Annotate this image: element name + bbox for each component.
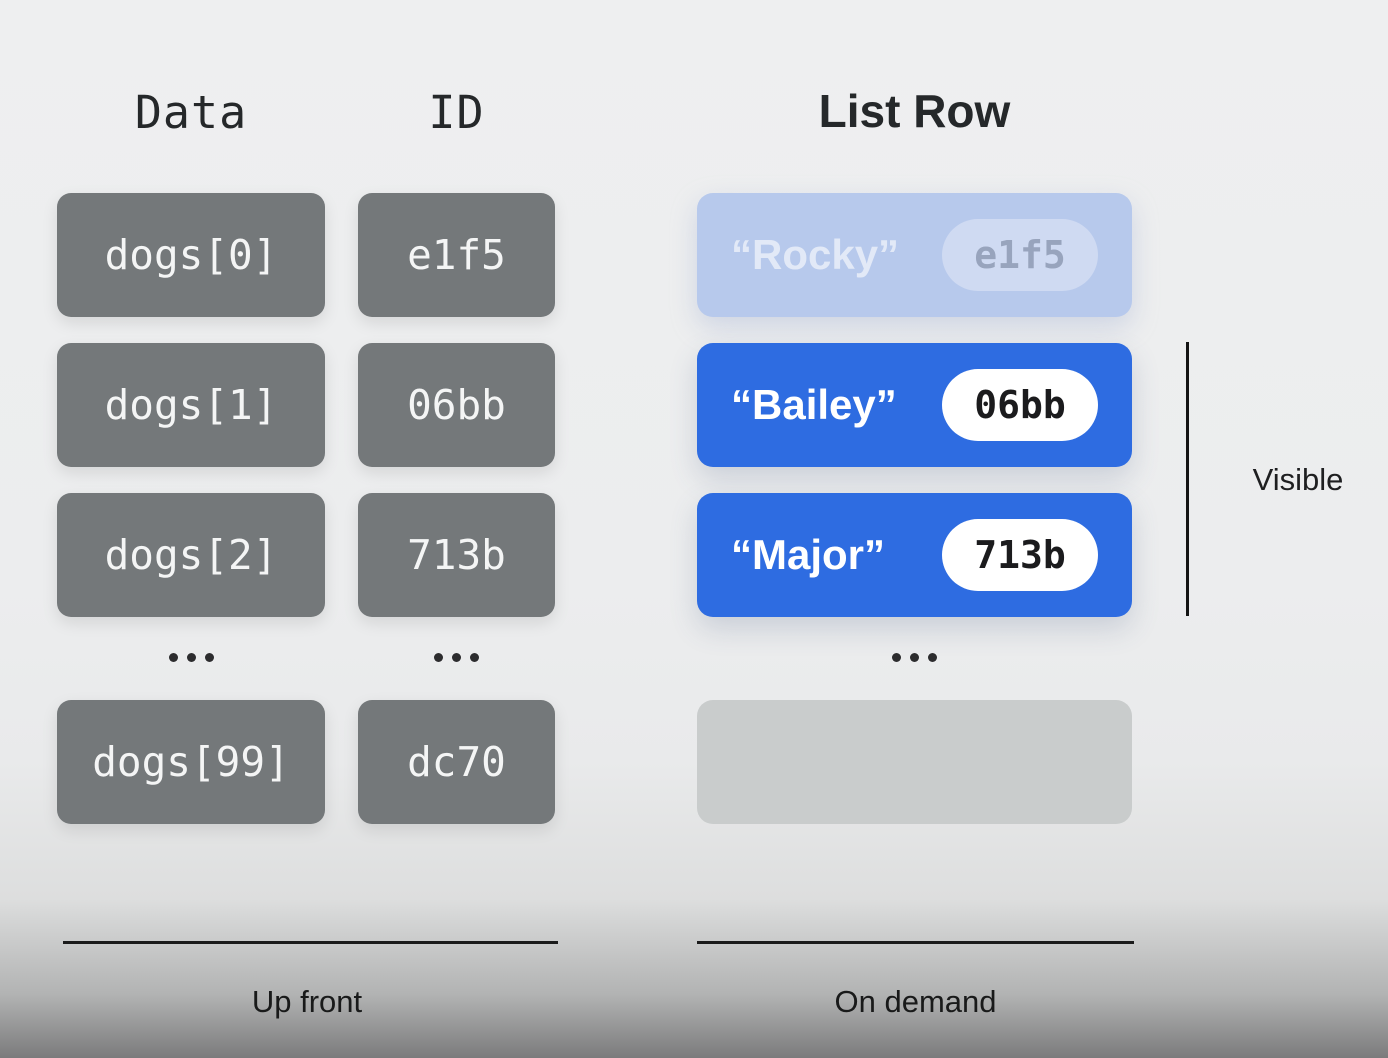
data-cell-1: dogs[1] (57, 343, 325, 467)
list-row-scrolled-away: “Rocky” e1f5 (697, 193, 1132, 317)
data-cell-99: dogs[99] (57, 700, 325, 824)
ellipsis-list-column (697, 651, 1132, 663)
id-pill: 06bb (942, 369, 1098, 441)
column-header-data: Data (134, 86, 248, 139)
dot (434, 652, 443, 662)
list-row-name: “Major” (731, 531, 886, 578)
dot (470, 652, 479, 662)
data-cell-0: dogs[0] (57, 193, 325, 317)
id-pill: e1f5 (942, 219, 1098, 291)
dot (928, 652, 937, 662)
dot (186, 652, 196, 662)
id-cell-2: 713b (358, 493, 555, 617)
up-front-caption: Up front (251, 984, 363, 1019)
list-row-visible-1: “Bailey” 06bb (697, 343, 1132, 467)
dot (168, 652, 178, 662)
on-demand-rule-line (697, 941, 1134, 944)
visible-bracket-line (1186, 342, 1189, 616)
list-row-name: “Bailey” (731, 381, 897, 428)
list-row-visible-2: “Major” 713b (697, 493, 1132, 617)
visible-label: Visible (1252, 462, 1344, 497)
dot (892, 652, 901, 662)
column-header-id: ID (428, 86, 485, 139)
dot (910, 652, 919, 662)
id-cell-1: 06bb (358, 343, 555, 467)
column-header-list-row: List Row (818, 85, 1011, 137)
id-cell-99: dc70 (358, 700, 555, 824)
on-demand-caption: On demand (834, 984, 997, 1019)
list-row-name: “Rocky” (731, 231, 900, 278)
ellipsis-data-column (57, 651, 325, 663)
dot (204, 652, 214, 662)
ellipsis-id-column (358, 651, 555, 663)
dot (452, 652, 461, 662)
up-front-rule-line (63, 941, 558, 944)
id-cell-0: e1f5 (358, 193, 555, 317)
data-cell-2: dogs[2] (57, 493, 325, 617)
list-row-placeholder (697, 700, 1132, 824)
id-pill: 713b (942, 519, 1098, 591)
